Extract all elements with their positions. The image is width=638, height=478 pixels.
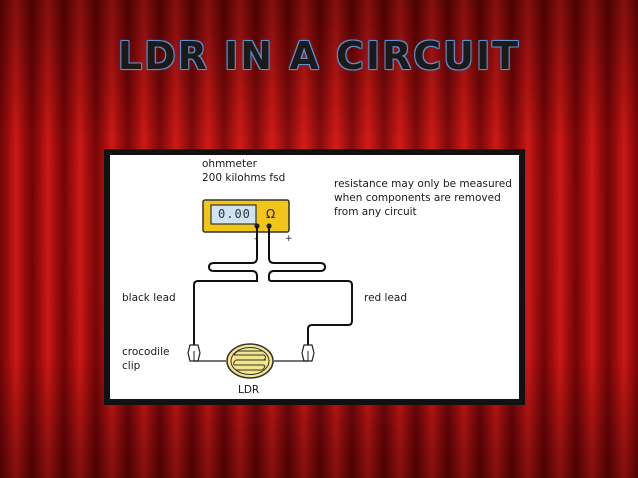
ohmmeter-reading: 0.00 <box>218 207 251 221</box>
ohm-symbol: Ω <box>266 207 276 221</box>
slide-title: LDR IN A CIRCUIT <box>117 34 521 78</box>
black-lead-label: black lead <box>122 292 176 304</box>
ohmmeter-label: ohmmeter <box>202 158 257 170</box>
circuit-diagram: 0.00 Ω - + ohmmeter 200 kilohms fsd resi… <box>110 155 519 399</box>
ohmmeter-display <box>210 204 257 225</box>
ldr-label: LDR <box>238 384 260 396</box>
black-lead-wire <box>193 226 258 345</box>
red-lead-wire <box>268 226 353 345</box>
ldr-track <box>234 350 266 371</box>
crocodile-clip-label: crocodile <box>122 346 170 358</box>
crocodile-clip-label-2: clip <box>122 360 141 372</box>
note-line-3: from any circuit <box>334 206 417 218</box>
ldr-body <box>226 343 274 379</box>
plus-sign: + <box>285 234 293 244</box>
circuit-drawing <box>187 199 353 379</box>
note-line-2: when components are removed <box>334 192 501 204</box>
minus-sign: - <box>254 234 258 244</box>
ohmmeter-range-label: 200 kilohms fsd <box>202 172 286 184</box>
note-line-1: resistance may only be measured <box>334 178 512 190</box>
ldr-window <box>230 347 270 375</box>
red-lead-label: red lead <box>364 292 408 304</box>
